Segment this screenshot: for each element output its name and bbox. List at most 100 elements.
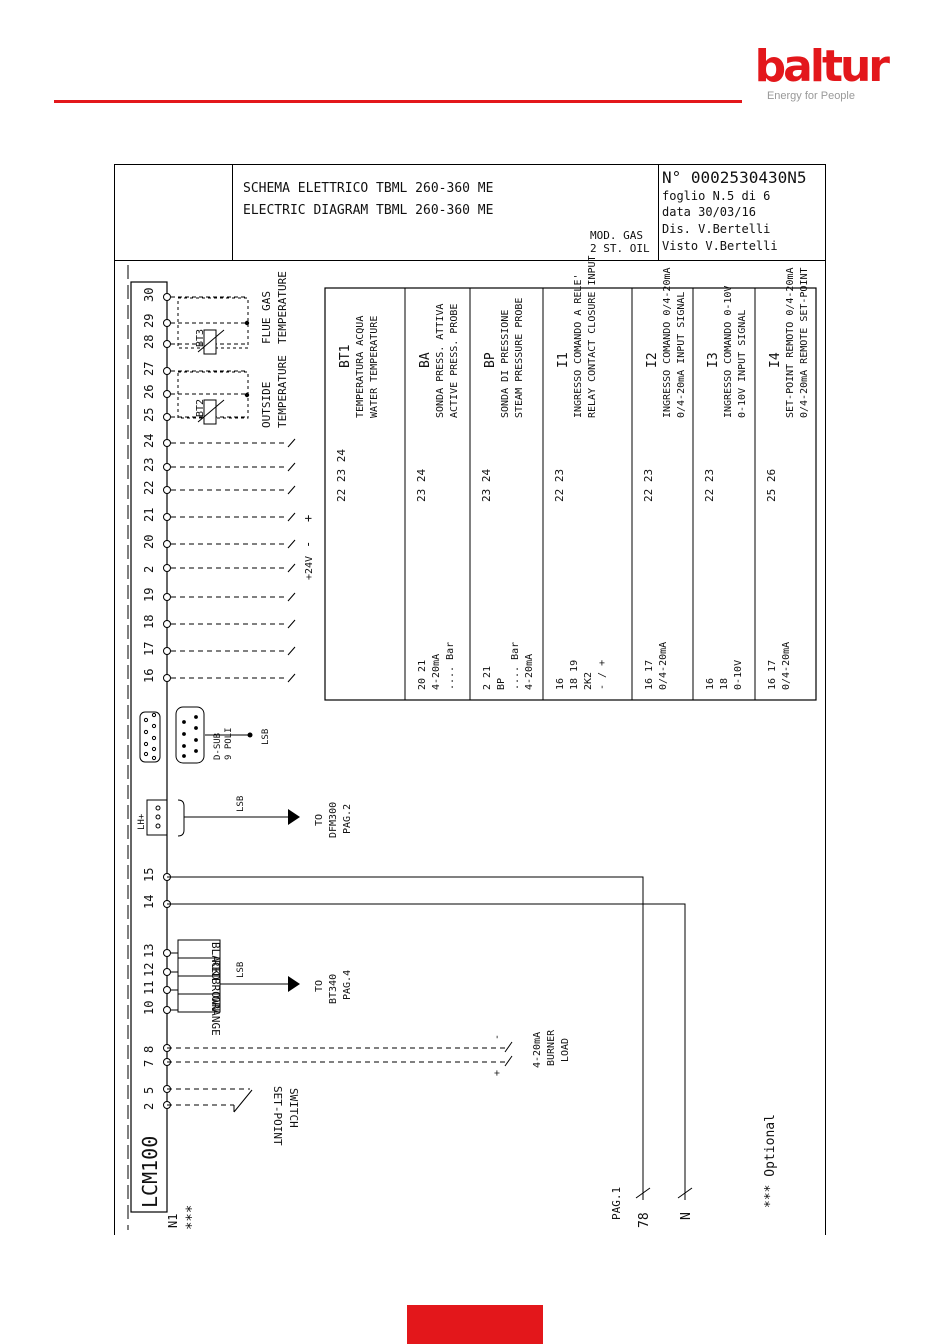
input-i2-extra-1: 0/4-20mA	[658, 642, 669, 690]
line-78-break	[635, 1187, 651, 1199]
dsub-plug-pin	[182, 732, 186, 736]
switch-label-1: SET-POINT	[271, 1086, 284, 1146]
supply-plus: +	[301, 515, 315, 522]
input-i1-code: I1	[556, 352, 571, 368]
input-i4-terminals: 25 26	[765, 469, 778, 502]
dsub-pins	[143, 712, 198, 761]
document-number: N° 0002530430N5	[662, 168, 807, 187]
terminal-24-label: 24	[142, 434, 156, 448]
dfm300-lsb-label: LSB	[236, 796, 246, 812]
optional-note: *** Optional	[763, 1114, 778, 1208]
terminal-5-label: 5	[142, 1087, 156, 1094]
input-i3-extra-0: 16	[705, 678, 716, 690]
load-break-8	[504, 1041, 513, 1053]
terminal-11	[163, 986, 171, 994]
terminal-19	[163, 593, 171, 601]
dsub-port-pin	[143, 717, 149, 723]
input-i4-extra-0: 16 17	[767, 660, 778, 690]
terminal-18-label: 18	[142, 615, 156, 629]
input-bp-terminals: 23 24	[480, 469, 493, 502]
terminal-12	[163, 968, 171, 976]
dsub-port-pin	[151, 755, 157, 761]
terminal-21-label: 21	[142, 508, 156, 522]
input-i1-line1: INGRESSO COMANDO A RELE'	[573, 274, 584, 419]
terminal-12-label: 12	[142, 963, 156, 977]
lh-pins	[155, 805, 161, 829]
terminal-2-label: 2	[142, 1103, 156, 1110]
input-i1-extra-1: 18 19	[569, 660, 580, 690]
wire-break	[287, 438, 296, 448]
input-i1-line2: RELAY CONTACT CLOSURE INPUT	[587, 255, 598, 418]
dsub-port-pin	[143, 741, 149, 747]
wire-break	[287, 673, 296, 683]
bt3-node	[244, 320, 250, 326]
terminal-17-label: 17	[142, 642, 156, 656]
bt2-thermistor-slash	[197, 399, 225, 423]
input-ba-terminals: 23 24	[415, 469, 428, 502]
input-ba-extra-0: 20 21	[417, 660, 428, 690]
dsub-lsb-node	[247, 732, 253, 738]
terminal-26-label: 26	[142, 385, 156, 399]
sheet-number: foglio N.5 di 6	[662, 189, 771, 203]
brand-tagline: Energy for People	[766, 90, 855, 102]
dsub-plug-pin	[194, 749, 198, 753]
terminal-24	[163, 439, 171, 447]
terminal-20	[163, 540, 171, 548]
title-italian: SCHEMA ELETTRICO TBML 260-360 ME	[243, 181, 494, 196]
terminal-27-label: 27	[142, 362, 156, 376]
input-i1-extra-2: 2K2	[583, 672, 594, 690]
load-label-3: LOAD	[560, 1038, 571, 1062]
setpoint-switch	[233, 1089, 253, 1113]
dsub-port-pin	[151, 746, 157, 752]
terminal-25	[163, 413, 171, 421]
input-i4-line2: 0/4-20mA REMOTE SET-POINT	[799, 267, 810, 418]
bt340-arrow	[288, 976, 300, 992]
input-i3-code: I3	[706, 352, 721, 368]
line-n-label: N	[679, 1212, 694, 1220]
terminal-23	[163, 463, 171, 471]
outside-label-2: TEMPERATURE	[276, 355, 289, 428]
dsub-plug-pin	[182, 754, 186, 758]
wire-color-red: RED	[209, 960, 222, 980]
bt3-label: BT3	[195, 329, 206, 347]
input-i3-extra-1: 18	[719, 678, 730, 690]
bt2-node	[244, 392, 250, 398]
input-bt1-terminals: 22 23 24	[335, 449, 348, 502]
page-tab	[407, 1305, 543, 1344]
input-i2-terminals: 22 23	[642, 469, 655, 502]
bt340-ref-1: TO	[314, 980, 325, 992]
input-i1-terminals: 22 23	[553, 469, 566, 502]
terminal-29-label: 29	[142, 314, 156, 328]
input-i1-extra-3: - / +	[597, 660, 608, 690]
checked-by: Visto V.Bertelli	[662, 239, 778, 253]
input-i3-line1: INGRESSO COMANDO 0-10V	[723, 286, 734, 418]
wire-break	[287, 563, 296, 573]
wire-color-brown: BROWN	[209, 978, 222, 1011]
lcm100-module-box	[130, 281, 168, 1213]
input-ba-extra-1: 4-20mA	[431, 654, 442, 690]
dsub-port-pin	[151, 712, 157, 718]
wire-break	[287, 512, 296, 522]
input-ba-extra-2: .... Bar	[445, 642, 456, 690]
terminal-15-label: 15	[142, 868, 156, 882]
terminal-25-label: 25	[142, 408, 156, 422]
lh-bracket	[177, 799, 185, 837]
load-plus: +	[492, 1070, 503, 1076]
bt2-label: BT2	[195, 399, 206, 417]
terminal-28-label: 28	[142, 335, 156, 349]
wire-color-black: BLACK	[209, 942, 222, 975]
date: data 30/03/16	[662, 205, 756, 219]
terminal-28	[163, 340, 171, 348]
wire-break	[287, 485, 296, 495]
model-line-2: 2 ST. OIL	[590, 242, 650, 255]
wire-break	[287, 462, 296, 472]
dsub-port-pin	[151, 735, 157, 741]
model-line-1: MOD. GAS	[590, 229, 643, 242]
pag1-ref: PAG.1	[610, 1187, 623, 1220]
dfm300-ref-2: DFM300	[328, 802, 339, 838]
terminal-29	[163, 319, 171, 327]
dsub-port-pin	[143, 751, 149, 757]
line-n-break	[677, 1187, 693, 1199]
terminal-22-label: 22	[142, 481, 156, 495]
wire-break	[287, 539, 296, 549]
